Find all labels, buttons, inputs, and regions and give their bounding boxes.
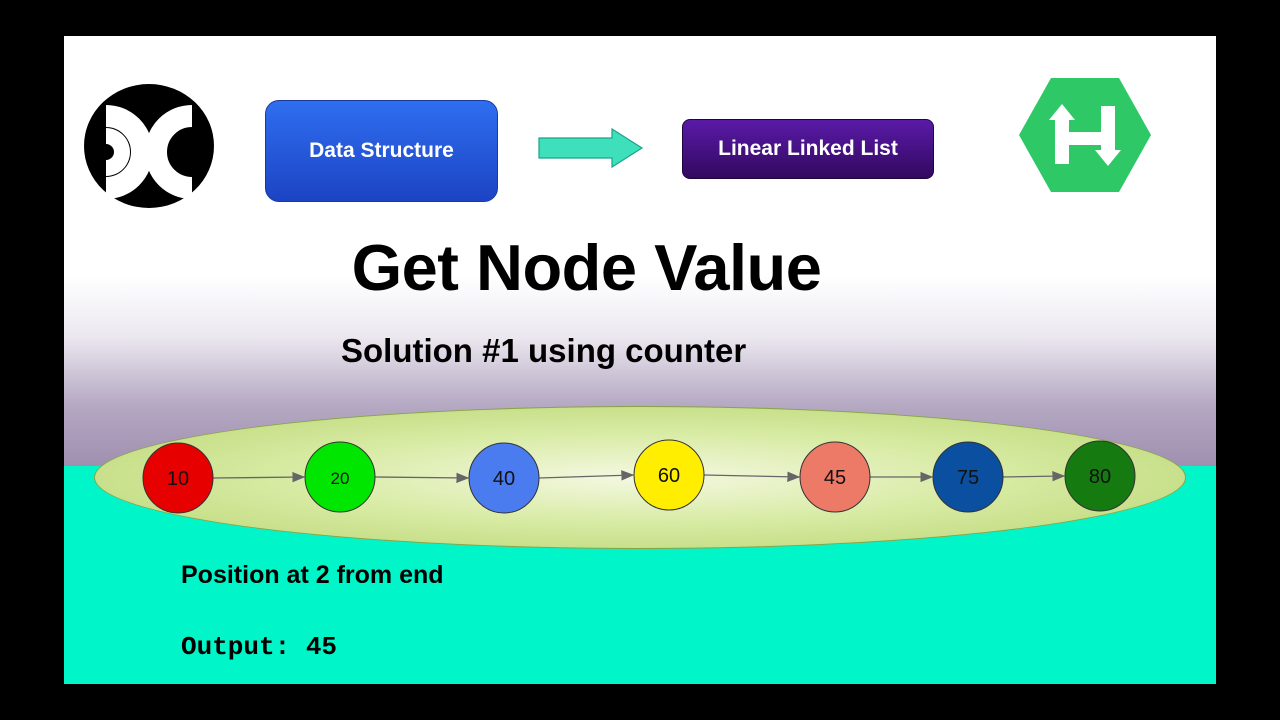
list-node-value: 45 [824,467,846,489]
next-pointer-arrow [1002,470,1066,482]
list-node-value: 20 [331,469,350,488]
next-pointer-arrow [212,471,306,483]
brand-logo-left [84,84,214,208]
list-node-value: 75 [957,467,979,489]
slide: Data Structure Linear Linked List Get No… [64,36,1216,684]
list-node [932,441,1004,513]
list-node [142,442,214,514]
list-node [468,442,540,514]
page-title: Get Node Value [351,231,822,304]
list-node [799,441,871,513]
brackets-icon [105,105,193,199]
right-arrow-icon [538,128,644,168]
position-text: Position at 2 from end [181,561,444,589]
data-structure-box: Data Structure [265,100,498,202]
list-node-value: 10 [167,468,189,490]
next-pointer-arrow [374,472,470,484]
list-node-value: 80 [1089,466,1111,488]
next-pointer-arrow [538,470,635,481]
list-node [304,441,376,513]
linear-linked-list-box: Linear Linked List [682,119,934,179]
list-node-value: 40 [493,468,515,490]
next-pointer-arrow [703,471,801,482]
subtitle: Solution #1 using counter [341,332,747,369]
list-node [1064,440,1136,512]
output-value: 45 [305,632,338,662]
linked-list-diagram: 10 20 40 60 45 75 80 [142,439,1136,514]
output-label: Output: [181,632,291,662]
hackerrank-logo-icon [1019,78,1151,192]
output-line: Output: 45 [181,632,337,662]
list-node-value: 60 [658,465,680,487]
list-node [633,439,705,511]
